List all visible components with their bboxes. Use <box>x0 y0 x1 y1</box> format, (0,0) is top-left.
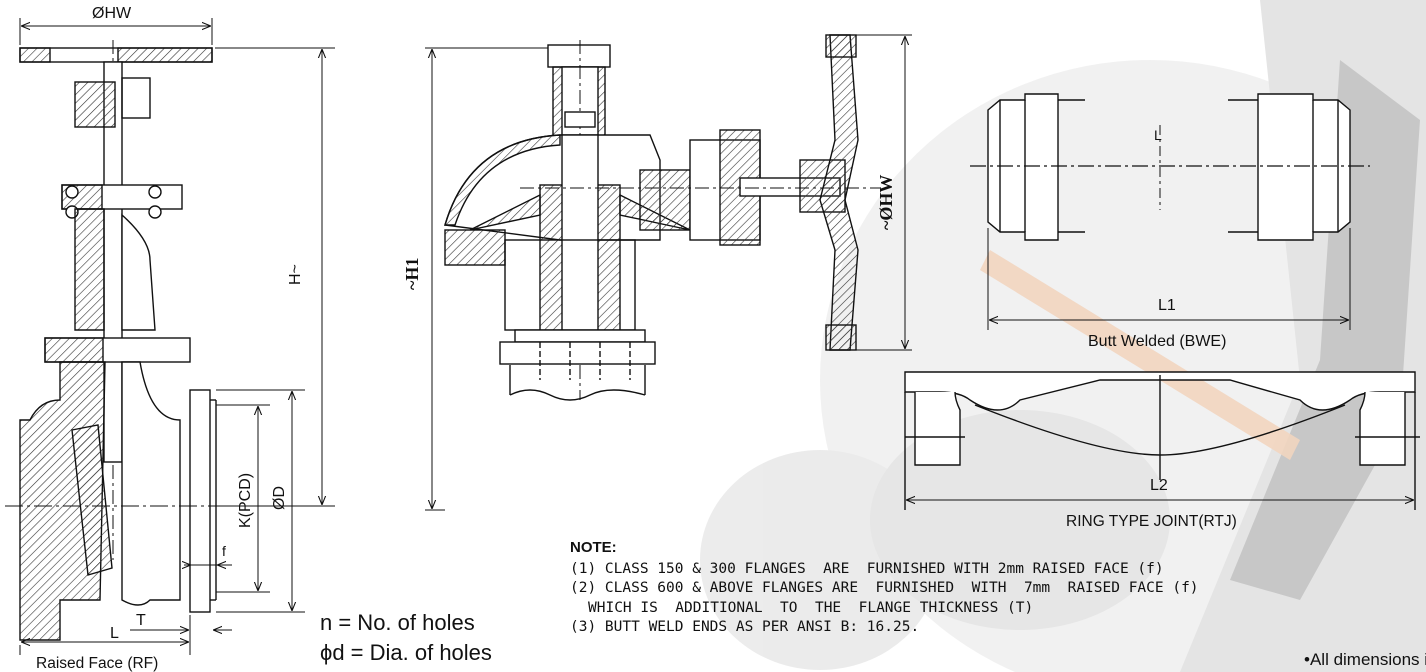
gear-operator-dimensions <box>425 34 912 511</box>
label-h-height: H~ <box>287 264 304 285</box>
gear-operator-drawing <box>444 34 880 401</box>
notes-title: NOTE: <box>570 539 617 556</box>
label-hw-top: ØHW <box>92 5 132 22</box>
note-item-2-continued: WHICH IS ADDITIONAL TO THE FLANGE THICKN… <box>588 599 1034 616</box>
label-t: T <box>136 612 146 629</box>
notes-block: NOTE: (1) CLASS 150 & 300 FLANGES ARE FU… <box>570 538 1390 638</box>
gate-valve-drawing <box>5 40 235 641</box>
legend-holes: n = No. of holes <box>320 610 475 635</box>
butt-weld-drawing <box>970 93 1370 241</box>
drawing-labels: ØHW H~ ~H1 ~ØHW K(PCD) ØD f T L Raised F… <box>36 5 1237 672</box>
note-item-1: (1) CLASS 150 & 300 FLANGES ARE FURNISHE… <box>570 560 1164 577</box>
label-center-l: L <box>1154 127 1162 143</box>
label-l1: L1 <box>1158 297 1176 314</box>
label-raised-face: Raised Face (RF) <box>36 655 158 672</box>
note-item-2: (2) CLASS 600 & ABOVE FLANGES ARE FURNIS… <box>570 580 1199 596</box>
butt-weld-dimensions <box>987 228 1351 330</box>
legend-dia: ϕd = Dia. of holes <box>320 640 492 665</box>
label-f: f <box>222 543 226 559</box>
label-h1-height: ~H1 <box>402 258 422 290</box>
dimensions-footnote: •All dimensions in mm <box>1304 650 1426 669</box>
label-pcd: K(PCD) <box>237 473 254 528</box>
label-od: ØD <box>271 486 288 510</box>
label-rtj: RING TYPE JOINT(RTJ) <box>1066 513 1237 530</box>
label-hw-right: ~ØHW <box>876 175 896 230</box>
label-l2: L2 <box>1150 477 1168 494</box>
hole-legend: n = No. of holes ϕd = Dia. of holes <box>320 608 492 668</box>
gate-valve-dimensions <box>19 18 335 655</box>
rtj-drawing <box>904 371 1420 510</box>
label-butt-welded: Butt Welded (BWE) <box>1088 333 1226 350</box>
label-l: L <box>110 625 119 642</box>
note-item-3: (3) BUTT WELD ENDS AS PER ANSI B: 16.25. <box>570 619 920 635</box>
